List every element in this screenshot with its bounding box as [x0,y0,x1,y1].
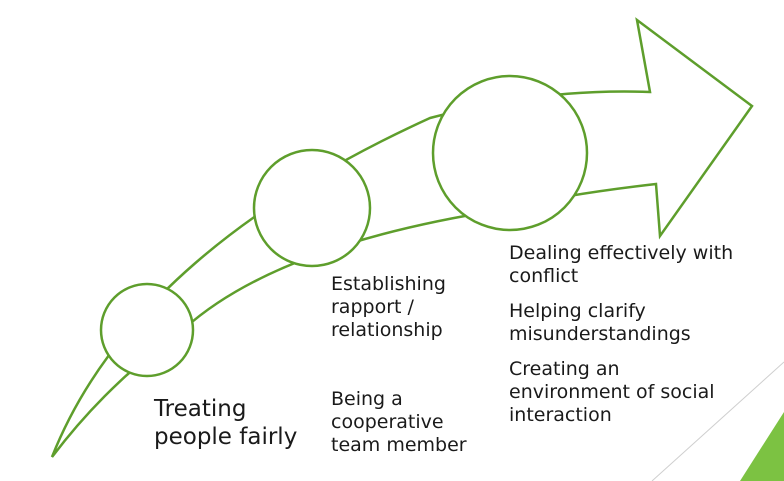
stage-3-circle [431,74,589,232]
stage-3-item-line: environment of social [509,381,715,403]
stage-2-item-rapport: Establishing rapport / relationship [331,273,446,342]
stage-3-item-line: Helping clarify [509,300,646,322]
stage-2-item-team-member: Being a cooperative team member [331,388,467,457]
stage-3-item-social-interaction: Creating an environment of social intera… [509,358,715,427]
corner-decoration [651,361,784,481]
stage-1-label: Treating people fairly [154,395,297,451]
stage-3-item-line: misunderstandings [509,323,691,345]
stage-1-label-line: Treating [154,396,247,422]
stage-2-item-line: relationship [331,319,443,341]
stage-3-item-line: conflict [509,265,579,287]
stage-1-circle [99,282,195,378]
stage-3-item-conflict: Dealing effectively with conflict [509,242,733,288]
stage-3-item-misunderstandings: Helping clarify misunderstandings [509,300,691,346]
stage-2-item-line: team member [331,434,467,456]
stage-2-item-line: rapport / [331,296,414,318]
stage-2-circle [252,148,372,268]
stage-3-item-line: Dealing effectively with [509,242,734,264]
stage-3-item-line: interaction [509,404,612,426]
stage-3-item-line: Creating an [509,358,620,380]
corner-decoration-line [651,361,784,481]
stage-2-item-line: Being a [331,388,403,410]
corner-decoration-triangle [740,412,784,481]
stage-2-item-line: cooperative [331,411,444,433]
stage-2-item-line: Establishing [331,273,446,295]
stage-1-label-line: people fairly [154,424,298,450]
